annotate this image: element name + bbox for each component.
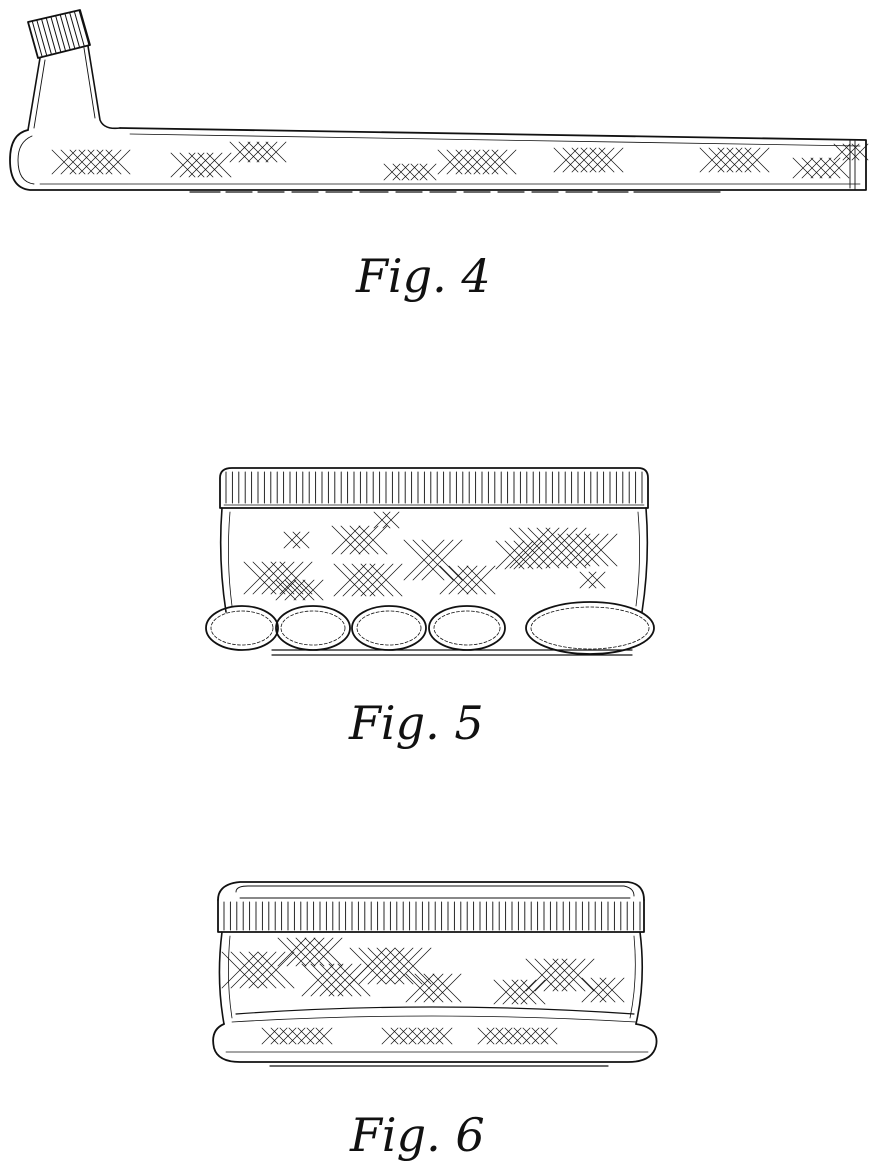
- fig4-crosshatch-pattern: [52, 142, 868, 180]
- fig4-label: Fig. 4: [356, 253, 491, 299]
- fig4-neck: [28, 46, 120, 130]
- fig5-crosshatch-pattern: [244, 512, 617, 600]
- fig6-cap-band: [218, 900, 644, 932]
- fig4-drawing: [10, 10, 868, 192]
- fig4-body: [10, 128, 866, 192]
- fig5-compartment-ovals: [206, 602, 654, 654]
- fig4-cap: [28, 10, 90, 58]
- fig5-cap-band: [220, 468, 648, 508]
- fig5-drawing: [206, 468, 654, 655]
- fig5-label: Fig. 5: [349, 700, 484, 746]
- fig5-body: [221, 508, 648, 612]
- fig6-label: Fig. 6: [350, 1112, 485, 1158]
- fig6-crosshatch-pattern: [222, 938, 624, 1044]
- fig6-top-rim: [218, 882, 644, 900]
- fig6-drawing: [213, 882, 656, 1066]
